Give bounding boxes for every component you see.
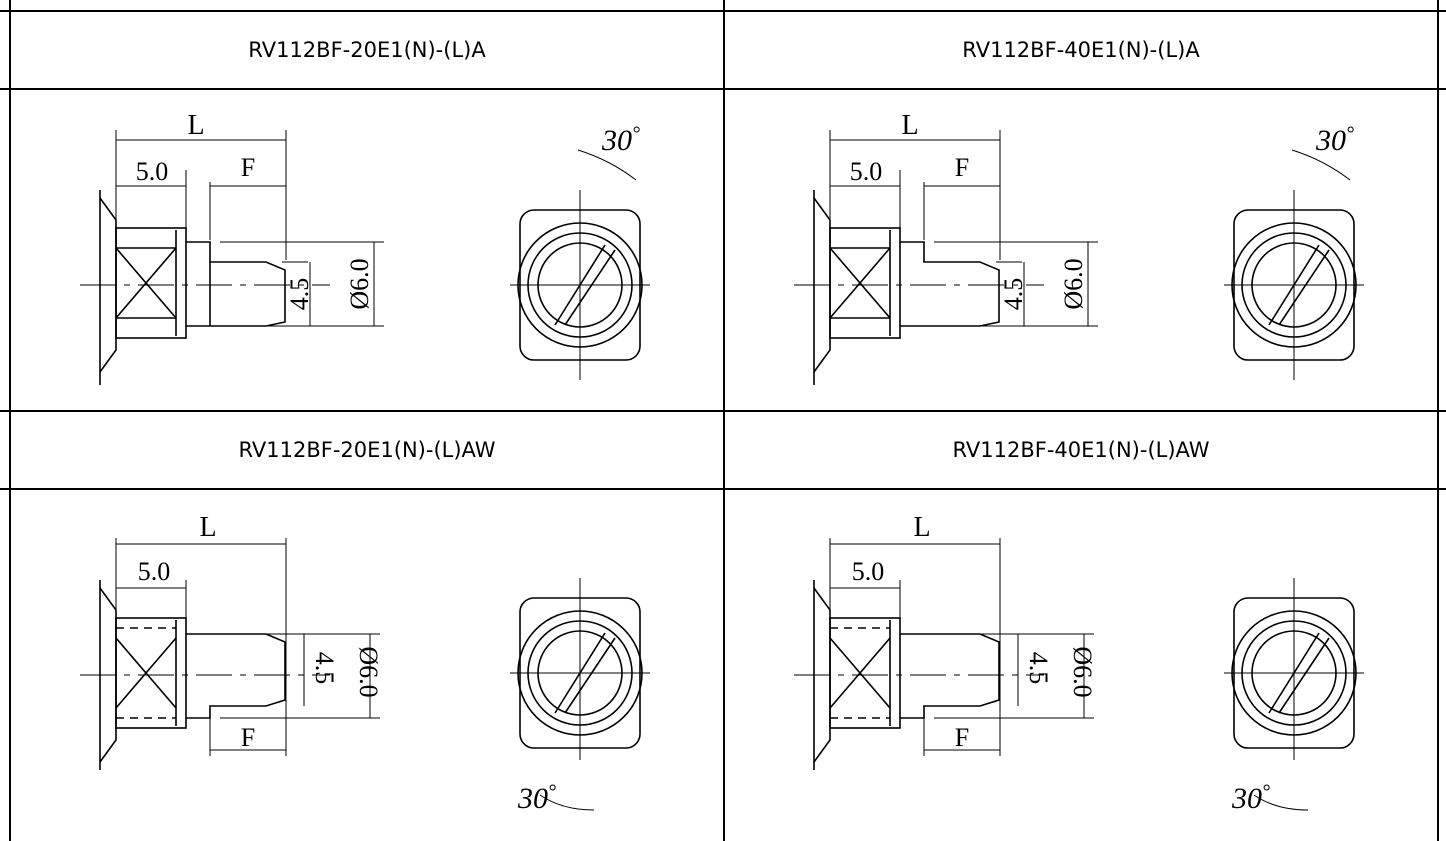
dimension-body-label: Ø6.0 [1059, 258, 1088, 309]
angle-arc [1253, 794, 1309, 811]
angle-arc [539, 794, 595, 811]
angle-value: 30 [1231, 782, 1262, 815]
valve-drawing-d: L 5.0 F 4.5 Ø6.0 30° [794, 512, 1364, 815]
side-view [80, 130, 384, 385]
front-slot [564, 637, 616, 714]
dimension-length-label: L [913, 512, 930, 543]
table-right-border [1437, 0, 1439, 841]
dimension-flange-label: 5.0 [850, 157, 883, 186]
hex-body [829, 227, 901, 339]
dimension-tip-label: 4.5 [1024, 652, 1053, 685]
front-view [1224, 578, 1364, 811]
dimension-thread-label: F [955, 153, 969, 182]
side-view [794, 538, 1094, 770]
stem-outline [900, 241, 1000, 327]
degree-symbol: ° [548, 781, 556, 803]
angle-arc [577, 149, 637, 181]
angle-label: 30° [1315, 123, 1354, 157]
table-center-divider [723, 0, 725, 841]
dimension-length-label: L [199, 512, 216, 543]
degree-symbol: ° [1262, 781, 1270, 803]
hex-body [115, 227, 187, 339]
angle-value: 30 [517, 782, 548, 815]
stem-outline [900, 633, 1000, 719]
degree-symbol: ° [632, 123, 640, 145]
side-view [794, 130, 1098, 385]
dimension-length-label: L [901, 110, 918, 141]
angle-label: 30° [601, 123, 640, 157]
model-name: RV112BF-20E1(N)-(L)AW [238, 438, 496, 462]
dimension-body-label: Ø6.0 [354, 646, 383, 697]
stem-outline [186, 633, 286, 719]
dimension-thread-label: F [241, 723, 255, 752]
valve-drawing-a: L 5.0 F 4.5 Ø6.0 30° [80, 110, 650, 385]
angle-value: 30 [1315, 124, 1346, 157]
dimension-flange-label: 5.0 [852, 557, 885, 586]
angle-arc [1291, 149, 1351, 181]
dimension-tip-label: 4.5 [285, 278, 314, 311]
model-header-cell: RV112BF-20E1(N)-(L)AW [11, 412, 723, 488]
valve-drawing-c: L 5.0 F 4.5 Ø6.0 30° [80, 512, 650, 815]
front-view [510, 578, 650, 811]
model-name: RV112BF-40E1(N)-(L)AW [952, 438, 1210, 462]
degree-symbol: ° [1346, 123, 1354, 145]
dimension-body-label: Ø6.0 [345, 258, 374, 309]
valve-drawing-b: L 5.0 F 4.5 Ø6.0 30° [794, 110, 1364, 385]
model-header-cell: RV112BF-40E1(N)-(L)AW [725, 412, 1437, 488]
dimension-length-label: L [187, 110, 204, 141]
front-view [510, 149, 650, 380]
angle-label: 30° [1231, 781, 1270, 815]
hex-cross [829, 637, 891, 709]
dimension-tip-label: 4.5 [310, 652, 339, 685]
dimension-body-label: Ø6.0 [1068, 646, 1097, 697]
angle-label: 30° [517, 781, 556, 815]
dimension-thread-label: F [955, 723, 969, 752]
front-slot [1278, 637, 1330, 714]
dimension-flange-label: 5.0 [138, 557, 171, 586]
angle-value: 30 [601, 124, 632, 157]
hex-body [115, 617, 187, 729]
model-name: RV112BF-20E1(N)-(L)A [248, 38, 486, 62]
hex-cross [115, 637, 177, 709]
model-header-cell: RV112BF-40E1(N)-(L)A [725, 12, 1437, 88]
hex-body [829, 617, 901, 729]
front-slot [564, 249, 616, 326]
front-slot [1278, 249, 1330, 326]
dimension-thread-label: F [241, 153, 255, 182]
model-header-cell: RV112BF-20E1(N)-(L)A [11, 12, 723, 88]
hex-cross [829, 247, 891, 319]
dimension-tip-label: 4.5 [999, 278, 1028, 311]
front-view [1224, 149, 1364, 380]
stem-outline [186, 241, 286, 327]
table-left-border [9, 0, 11, 841]
side-view [80, 538, 380, 770]
hex-cross [115, 247, 177, 319]
dimension-flange-label: 5.0 [136, 157, 169, 186]
model-name: RV112BF-40E1(N)-(L)A [962, 38, 1200, 62]
